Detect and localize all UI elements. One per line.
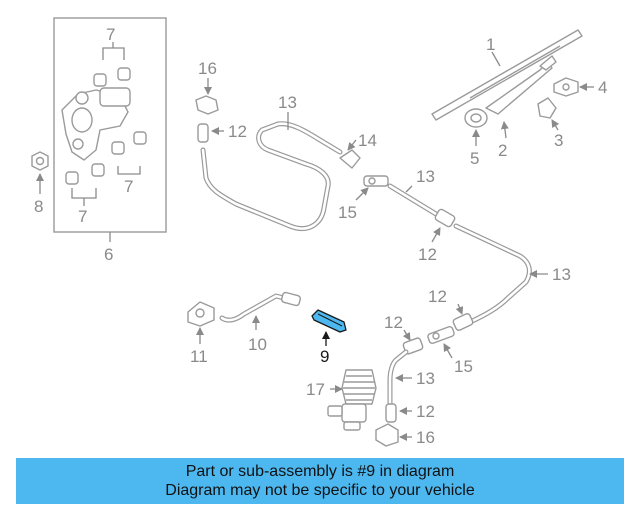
connector-15-upper[interactable] (363, 175, 389, 187)
joint-12-lower-right[interactable] (452, 313, 474, 331)
check-valve-14[interactable] (339, 149, 361, 169)
banner-line-2: Diagram may not be specific to your vehi… (165, 482, 475, 499)
joint-12-lower-left[interactable] (402, 337, 424, 355)
callout-12-bottom: 12 (416, 402, 435, 421)
nozzle-11[interactable] (187, 301, 215, 327)
wiper-blade-1[interactable] (431, 29, 583, 121)
callout-8: 8 (34, 197, 43, 216)
nut-5[interactable] (464, 108, 488, 128)
hose-end-10[interactable] (280, 291, 302, 307)
callout-5: 5 (470, 149, 479, 168)
callout-17: 17 (306, 380, 325, 399)
nut-4[interactable] (553, 77, 579, 97)
callout-7-top: 7 (106, 25, 115, 44)
cap-3[interactable] (537, 97, 557, 119)
callout-13-upper: 13 (278, 93, 297, 112)
clip-16-lower[interactable] (375, 423, 399, 447)
callout-9: 9 (320, 347, 329, 366)
joint-12-bottom[interactable] (385, 403, 397, 423)
info-banner: Part or sub-assembly is #9 in diagram Di… (16, 458, 624, 504)
banner-line-1: Part or sub-assembly is #9 in diagram (185, 463, 455, 480)
callout-10: 10 (248, 335, 267, 354)
callout-12-lower-right: 12 (428, 287, 447, 306)
clip-16-upper[interactable] (195, 95, 219, 115)
callout-13-right: 13 (552, 265, 571, 284)
callout-2: 2 (498, 141, 507, 160)
nut-8[interactable] (31, 151, 49, 171)
callout-6: 6 (104, 245, 113, 264)
wiper-motor-assembly[interactable] (53, 17, 167, 233)
callout-3: 3 (554, 131, 563, 150)
callout-4: 4 (598, 78, 607, 97)
callout-15-lower: 15 (454, 357, 473, 376)
callout-15-upper: 15 (338, 203, 357, 222)
washer-pump-17[interactable] (327, 369, 377, 431)
callout-12-middle: 12 (418, 245, 437, 264)
callout-13-lower: 13 (416, 369, 435, 388)
callout-7-right: 7 (124, 177, 133, 196)
grommets-7[interactable] (65, 67, 147, 185)
callout-7-bottom: 7 (78, 207, 87, 226)
callout-13-middle: 13 (416, 167, 435, 186)
callout-16-upper: 16 (198, 59, 217, 78)
connector-15-lower[interactable] (427, 326, 455, 344)
wiper-arm-2[interactable] (485, 55, 557, 115)
joint-12-upper[interactable] (197, 123, 209, 143)
callout-1: 1 (486, 35, 495, 54)
callout-16-lower: 16 (416, 428, 435, 447)
joint-12-middle[interactable] (434, 208, 456, 228)
callout-12-upper: 12 (228, 122, 247, 141)
callout-12-lower-left: 12 (384, 313, 403, 332)
callout-14: 14 (358, 131, 377, 150)
callout-11: 11 (190, 347, 208, 366)
part-9-highlighted[interactable] (311, 309, 347, 333)
